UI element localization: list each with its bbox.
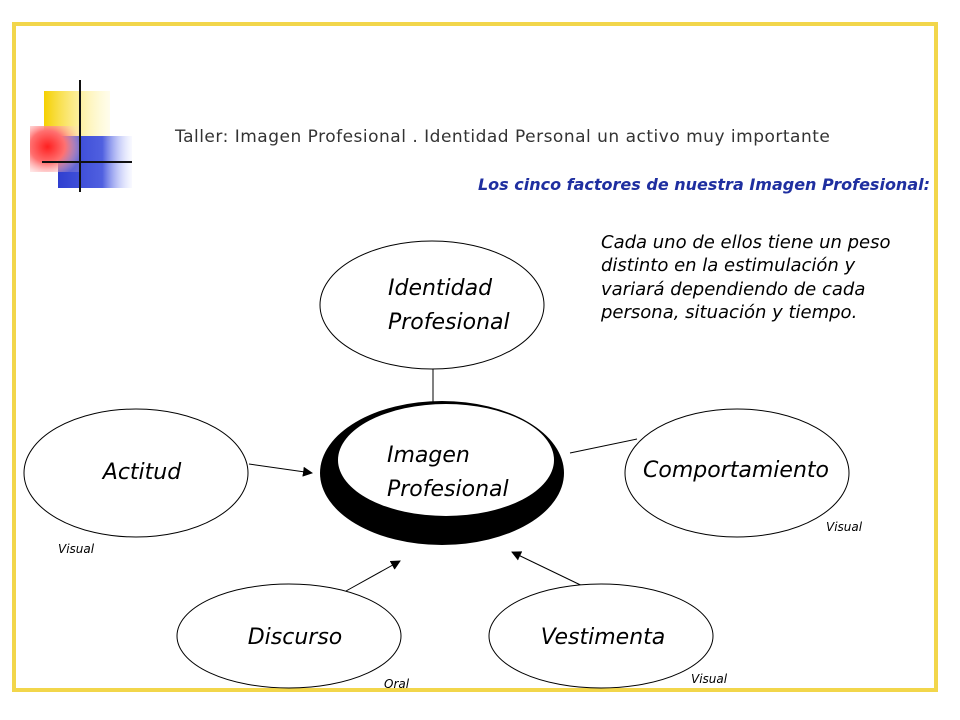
node-comportamiento-label: Comportamiento	[643, 458, 829, 483]
center-node: Imagen Profesional	[320, 401, 564, 545]
node-discurso-tag: Oral	[384, 677, 410, 691]
node-vestimenta-tag: Visual	[691, 672, 728, 686]
center-node-line2: Profesional	[387, 477, 509, 502]
node-comportamiento: Comportamiento Visual	[624, 408, 863, 538]
node-discurso-label: Discurso	[248, 625, 343, 650]
node-identidad-line1: Identidad	[388, 276, 493, 301]
node-identidad: Identidad Profesional	[319, 240, 545, 370]
explanatory-note: Cada uno de ellos tiene un peso distinto…	[601, 232, 891, 324]
node-vestimenta: Vestimenta Visual	[488, 583, 728, 689]
node-actitud-tag: Visual	[58, 542, 95, 556]
slide-frame	[12, 22, 938, 692]
node-actitud-label: Actitud	[101, 460, 182, 485]
node-comportamiento-tag: Visual	[826, 520, 863, 534]
center-node-line1: Imagen	[387, 443, 470, 468]
node-actitud: Actitud Visual	[23, 408, 249, 556]
center-node-face	[338, 404, 554, 516]
slide-subtitle: Los cinco factores de nuestra Imagen Pro…	[477, 175, 930, 194]
arrow-discurso	[345, 560, 401, 592]
connector-comportamiento	[569, 438, 638, 454]
corner-decoration	[30, 80, 132, 192]
slide-title: Taller: Imagen Profesional . Identidad P…	[175, 127, 831, 147]
node-discurso: Discurso Oral	[176, 583, 410, 691]
deco-red-square	[30, 126, 80, 172]
node-identidad-line2: Profesional	[388, 310, 510, 335]
node-vestimenta-label: Vestimenta	[541, 625, 666, 650]
arrow-actitud	[248, 463, 313, 477]
